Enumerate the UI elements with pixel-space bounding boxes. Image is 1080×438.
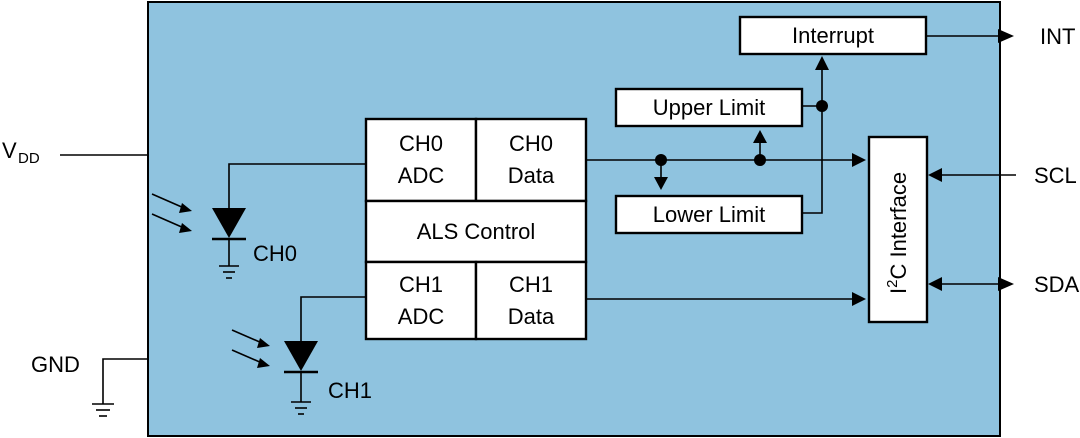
ch0-data-bus xyxy=(586,130,866,190)
arrow-right-icon xyxy=(998,277,1014,291)
ch1-data-line2: Data xyxy=(508,304,555,329)
gnd-pin: GND xyxy=(31,352,148,417)
sda-label: SDA xyxy=(1034,272,1080,297)
ch0-adc-line2: ADC xyxy=(398,163,445,188)
ch1-adc-block xyxy=(364,260,478,341)
ch0-adc-line1: CH0 xyxy=(399,131,443,156)
junction-dot xyxy=(816,100,828,112)
vdd-subscript: DD xyxy=(18,150,40,167)
ch0-data-block xyxy=(474,117,588,203)
vdd-pin: V DD xyxy=(2,138,148,167)
lower-limit-label: Lower Limit xyxy=(653,202,765,227)
ch1-data-block xyxy=(474,260,588,341)
diode-ch0-triangle-icon xyxy=(212,208,246,238)
ch1-data-line1: CH1 xyxy=(509,272,553,297)
ch1-diode-label: CH1 xyxy=(328,378,372,403)
ch1-adc-line1: CH1 xyxy=(399,272,443,297)
photodiode-ch1: CH1 xyxy=(231,296,372,415)
upper-limit-block xyxy=(614,87,804,128)
ch0-diode-label: CH0 xyxy=(253,241,297,266)
i2c-interface-block xyxy=(867,135,929,324)
i2c-interface-label: I2C Interface xyxy=(884,172,911,294)
scl-pin: SCL xyxy=(928,163,1077,188)
int-label: INT xyxy=(1040,24,1075,49)
arrow-down-icon xyxy=(654,177,668,190)
ch1-data-bus xyxy=(586,292,866,306)
arrow-right-icon xyxy=(852,292,866,306)
photodiode-ch0: CH0 xyxy=(151,163,366,279)
light-rays-ch0-icon xyxy=(151,193,192,233)
scl-label: SCL xyxy=(1034,163,1077,188)
arrow-up-icon xyxy=(753,130,767,143)
interrupt-label: Interrupt xyxy=(792,23,874,48)
vdd-label: V xyxy=(2,138,17,163)
sda-pin: SDA xyxy=(928,272,1080,297)
als-control-label: ALS Control xyxy=(417,219,536,244)
ch0-data-line2: Data xyxy=(508,163,555,188)
ch1-adc-line2: ADC xyxy=(398,304,445,329)
arrow-right-icon xyxy=(998,29,1014,43)
ch0-data-line1: CH0 xyxy=(509,131,553,156)
interrupt-block xyxy=(738,15,928,56)
light-rays-ch1-icon xyxy=(231,329,270,368)
arrow-left-icon xyxy=(928,277,942,291)
limit-to-interrupt-bus xyxy=(802,56,829,214)
ch0-adc-block xyxy=(364,117,478,203)
lower-limit-block xyxy=(614,194,804,235)
gnd-label: GND xyxy=(31,352,80,377)
diode-ch1-triangle-icon xyxy=(284,341,318,371)
upper-limit-label: Upper Limit xyxy=(653,95,765,120)
arrow-up-icon xyxy=(815,56,829,70)
int-pin: INT xyxy=(926,24,1075,49)
arrow-left-icon xyxy=(928,168,942,182)
arrow-right-icon xyxy=(852,153,866,167)
